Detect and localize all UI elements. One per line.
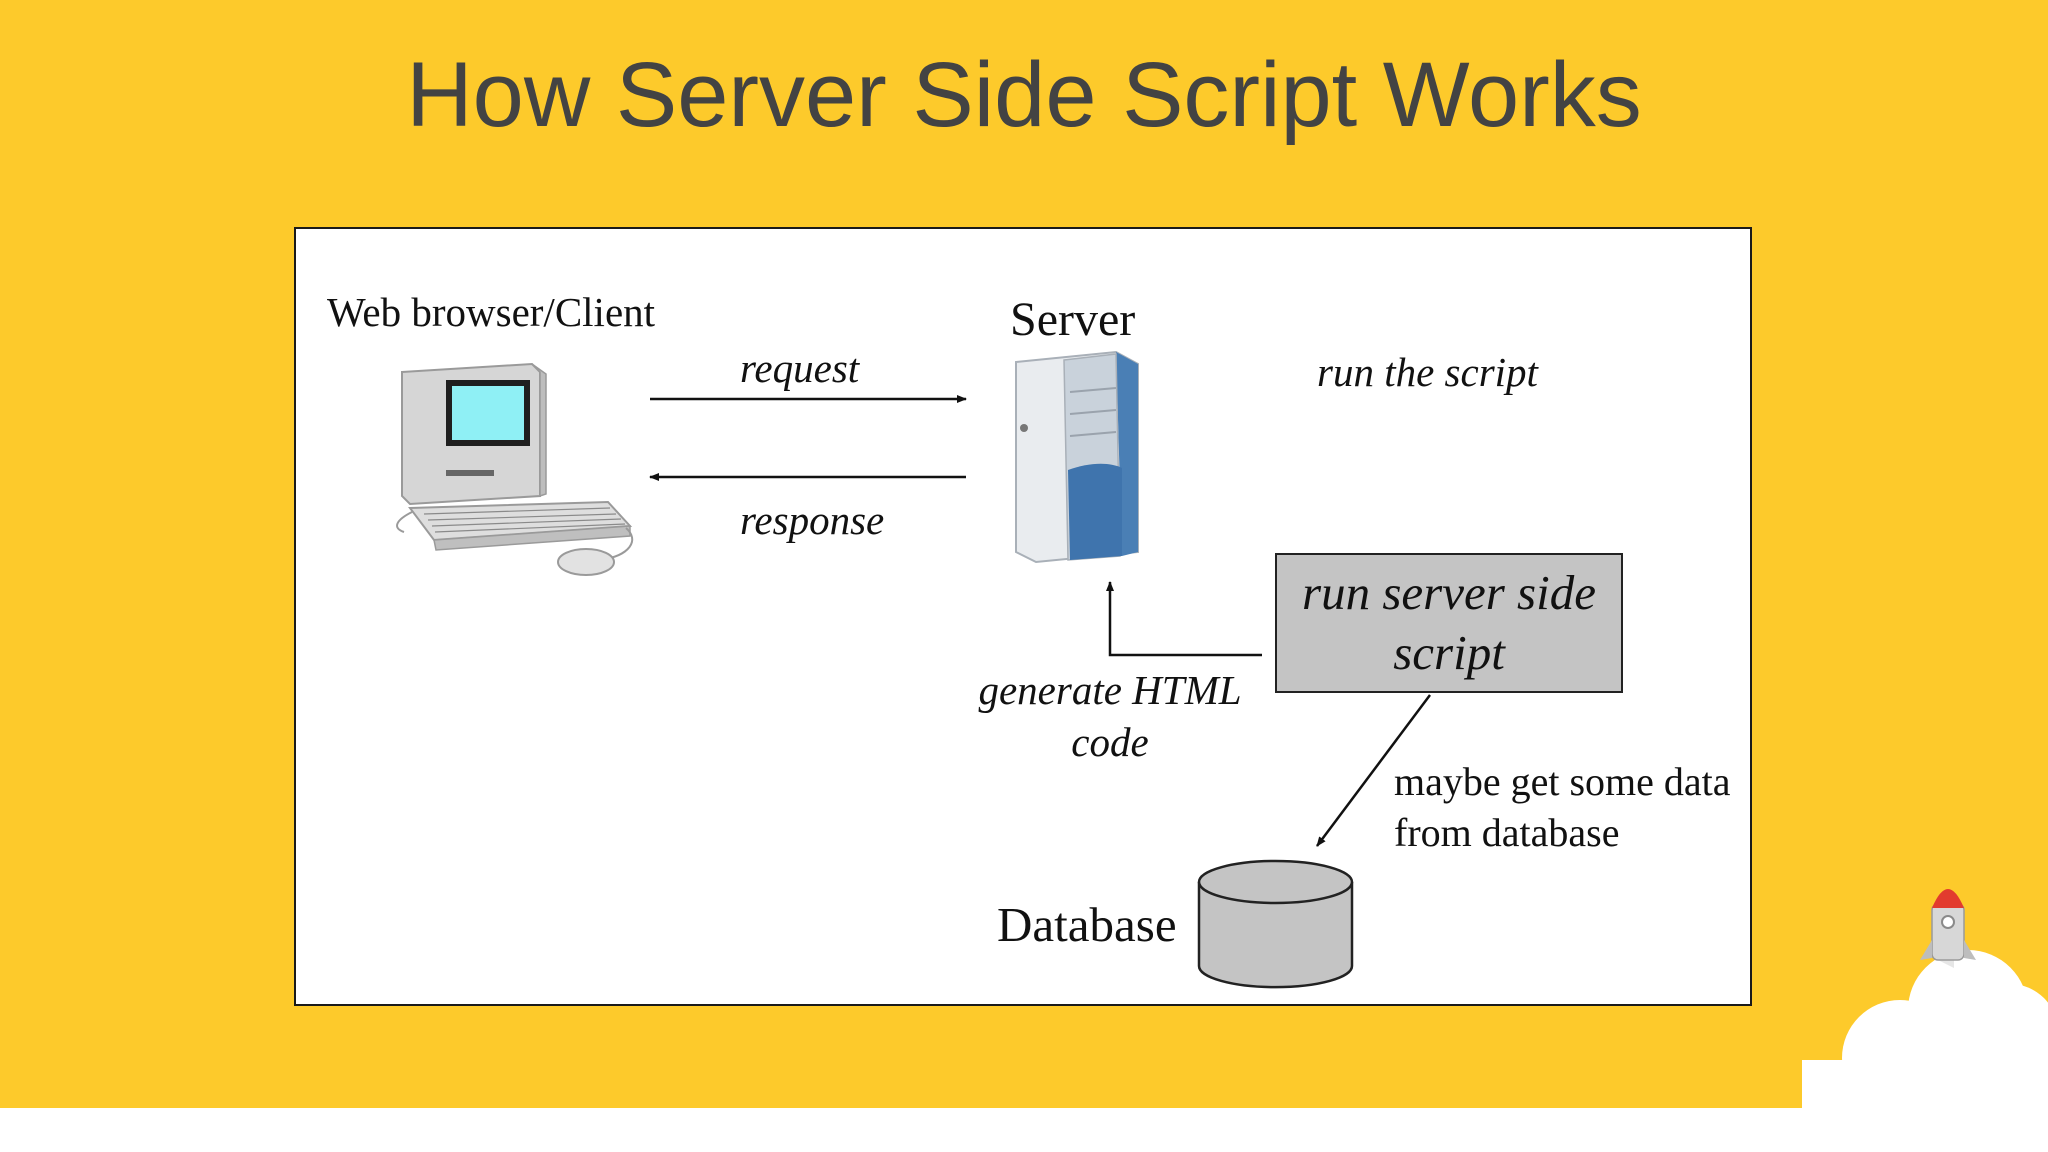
database-arrow — [1315, 694, 1432, 847]
generate-html-arrow — [1106, 581, 1262, 657]
server-label: Server — [1010, 293, 1136, 346]
desktop-computer-icon — [396, 362, 634, 576]
database-note-label: maybe get some data from database — [1394, 759, 1731, 855]
database-cylinder-icon — [1197, 859, 1354, 989]
tower-server-icon — [1015, 350, 1139, 564]
server-script-box: run server side script — [1275, 553, 1623, 693]
run-the-script-label: run the script — [1317, 349, 1538, 395]
slide-title: How Server Side Script Works — [406, 44, 1642, 146]
response-label: response — [740, 497, 885, 543]
database-label: Database — [997, 897, 1177, 952]
client-label: Web browser/Client — [327, 289, 656, 335]
bottom-strip — [0, 1108, 2048, 1152]
request-label: request — [740, 345, 860, 391]
generate-html-label: generate HTML code — [978, 667, 1242, 765]
rocket-icon — [1802, 889, 2048, 1152]
